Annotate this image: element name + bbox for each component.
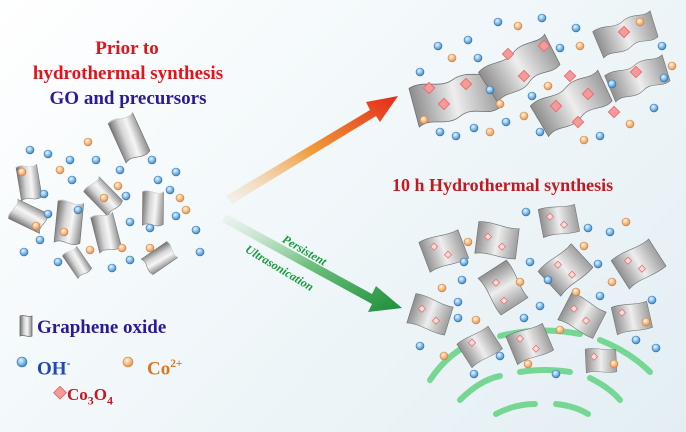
go-precursor-cluster: [7, 112, 179, 280]
upper-reaction-arrow: [226, 96, 398, 204]
legend-oh-base: OH: [37, 358, 67, 379]
legend-co-icon: [123, 357, 133, 367]
legend-oh: OH-: [37, 352, 70, 381]
title-prior-line1: Prior to: [56, 36, 198, 61]
legend-oh-icon: [17, 357, 27, 367]
legend-co3o4-icon: [54, 386, 67, 399]
title-after-synthesis: 10 h Hydrothermal synthesis: [392, 173, 613, 197]
legend-oh-charge: -: [67, 358, 71, 370]
legend-co: Co2+: [147, 352, 182, 381]
legend-co-charge: 2+: [170, 358, 182, 370]
title-prior-line2: hydrothermal synthesis: [8, 61, 248, 86]
legend-co-base: Co: [147, 358, 170, 379]
legend-graphene-oxide: Graphene oxide: [37, 316, 166, 340]
legend-co3o4-sub2: 4: [107, 393, 113, 407]
upper-right-cluster: [409, 10, 672, 138]
legend-co3o4-o: O: [94, 385, 107, 404]
legend-graphene-icon: [20, 315, 32, 336]
legend-co3o4-co: Co: [67, 385, 88, 404]
legend-co3o4: Co3O4: [67, 384, 113, 411]
title-prior-line3: GO and precursors: [30, 86, 226, 111]
